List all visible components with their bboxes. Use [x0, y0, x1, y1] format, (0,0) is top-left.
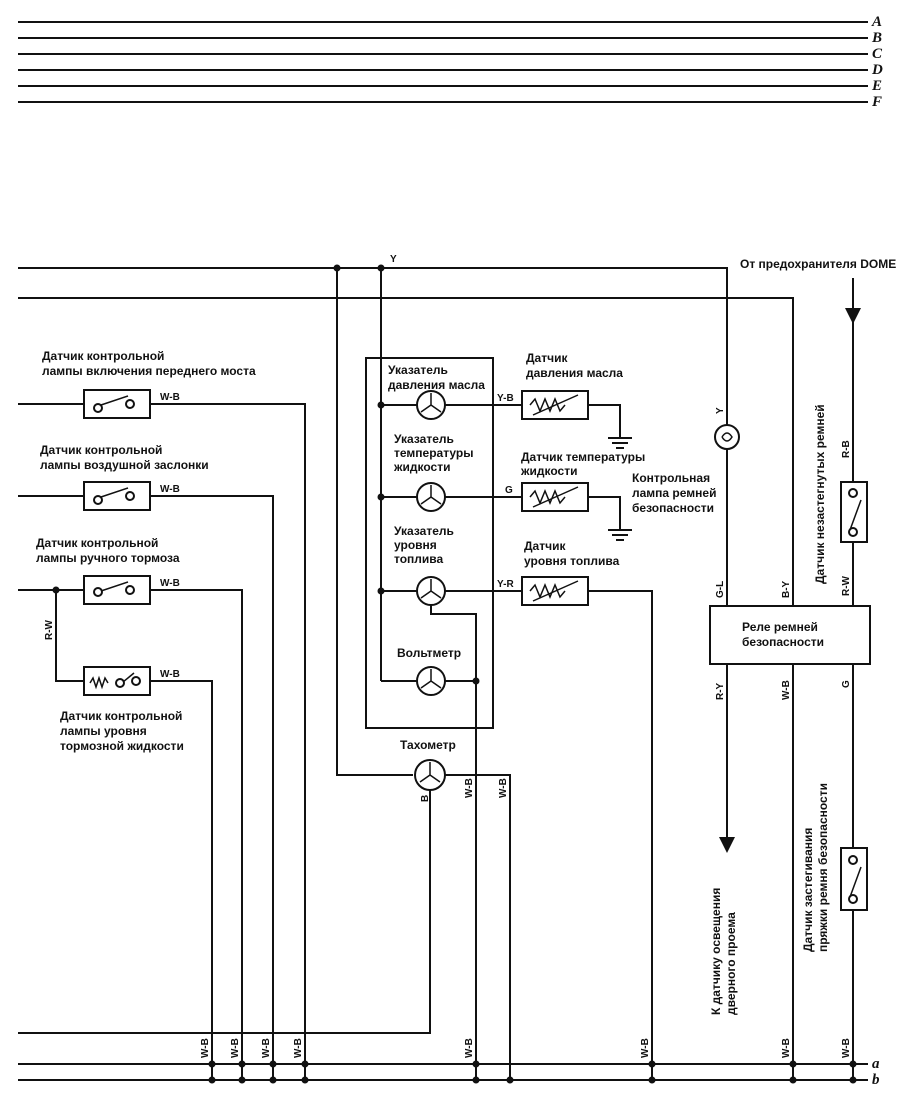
- wire-label-g-relay: G: [841, 680, 852, 688]
- switch-brake-fluid-level: W-B: [83, 666, 213, 1080]
- bus-label-e-upper: E: [871, 78, 882, 94]
- label-gauge-fuel-1: Указатель: [394, 524, 454, 538]
- label-gauge-temp-1: Указатель: [394, 432, 454, 446]
- bus-label-c-upper: C: [872, 46, 883, 62]
- wire-label-wb-b1: W-B: [200, 1038, 211, 1058]
- label-gauge-temp-3: жидкости: [393, 460, 450, 474]
- bus-label-a-upper: A: [871, 14, 882, 30]
- wire-label-wb-b7: W-B: [781, 1038, 792, 1058]
- wire-label-wb-b6: W-B: [640, 1038, 651, 1058]
- sender-fuel-level: [521, 576, 653, 1080]
- label-sw-choke-2: лампы воздушной заслонки: [40, 458, 209, 472]
- label-sw-brake-fluid-3: тормозной жидкости: [60, 739, 184, 753]
- bottom-bus-lines: a b: [18, 1056, 880, 1088]
- label-tachometer: Тахометр: [400, 738, 456, 752]
- label-sender-oil-1: Датчик: [526, 351, 568, 365]
- instrument-cluster-box: [365, 357, 494, 729]
- component-labels: Датчик контрольной лампы включения перед…: [36, 257, 896, 1015]
- wire-label-b-y: B-Y: [781, 580, 792, 598]
- seatbelt-relay: [709, 605, 871, 665]
- gauge-voltmeter: [416, 666, 446, 696]
- wire-label-y-lamp: Y: [715, 407, 726, 414]
- label-sender-temp-1: Датчик температуры: [521, 450, 645, 464]
- bus-label-d-upper: D: [871, 62, 883, 78]
- label-sw-front-axle-1: Датчик контрольной: [42, 349, 164, 363]
- label-seatbelt-lamp-1: Контрольная: [632, 471, 710, 485]
- bus-label-b-lower: b: [872, 1072, 880, 1088]
- label-gauge-oil-1: Указатель: [388, 363, 448, 377]
- sender-oil-pressure: [521, 390, 632, 449]
- wire-label-wb-tacho-2: W-B: [498, 778, 509, 798]
- bottom-wb-labels: W-B W-B W-B W-B W-B W-B W-B W-B W-B W-B: [200, 778, 852, 1058]
- seatbelt-lamp: Y: [714, 407, 740, 606]
- switch-buckle: [840, 847, 868, 1080]
- label-sw-unfastened-belts: Датчик незастегнутых ремней: [813, 404, 827, 584]
- wire-label-wb-choke: W-B: [160, 484, 180, 495]
- label-sender-fuel-2: уровня топлива: [524, 554, 620, 568]
- label-door-lamp-1: К датчику освещения: [709, 888, 723, 1015]
- label-sender-oil-2: давления масла: [526, 366, 623, 380]
- wire-label-y-r: Y-R: [497, 579, 514, 590]
- wire-label-r-b: R-B: [841, 440, 852, 458]
- wire-label-wb-parking: W-B: [160, 578, 180, 589]
- label-door-lamp-2: дверного проема: [724, 912, 738, 1015]
- label-sender-fuel-1: Датчик: [524, 539, 566, 553]
- wire-label-r-w: R-W: [44, 619, 55, 640]
- wire-label-wb-b5: W-B: [464, 1038, 475, 1058]
- relay-output-wires: R-Y W-B G: [715, 664, 854, 1080]
- gauge-fuel-level: [416, 576, 446, 606]
- sender-coolant-temp: [521, 482, 632, 541]
- label-gauge-oil-2: давления масла: [388, 378, 485, 392]
- wire-label-wb-tacho-1: W-B: [464, 778, 475, 798]
- gauge-feed-taps: [377, 401, 417, 682]
- switch-front-axle: W-B: [18, 389, 306, 1080]
- label-sw-brake-fluid-1: Датчик контрольной: [60, 709, 182, 723]
- label-seatbelt-lamp-2: лампа ремней: [632, 486, 716, 500]
- label-sender-temp-2: жидкости: [520, 464, 577, 478]
- gauge-sender-wires: Y-B G Y-R B: [18, 393, 522, 1080]
- label-sw-buckle-2: пряжки ремня безопасности: [816, 783, 830, 952]
- wire-label-g-l: G-L: [715, 581, 726, 598]
- label-sw-parking-1: Датчик контрольной: [36, 536, 158, 550]
- label-sw-buckle-1: Датчик застегивания: [801, 828, 815, 952]
- wire-label-wb-b3: W-B: [261, 1038, 272, 1058]
- label-seatbelt-lamp-3: безопасности: [632, 501, 714, 515]
- wire-label-wb-b2: W-B: [230, 1038, 241, 1058]
- wire-label-r-y: R-Y: [715, 682, 726, 700]
- top-bus-lines: A B C D E F: [18, 14, 883, 110]
- label-gauge-fuel-3: топлива: [394, 552, 444, 566]
- label-sw-front-axle-2: лампы включения переднего моста: [42, 364, 256, 378]
- switch-choke: W-B: [18, 481, 274, 1080]
- switch-parking-brake: W-B R-W: [18, 575, 243, 1080]
- wire-label-wb-front-axle: W-B: [160, 392, 180, 403]
- wire-label-wb-brake-fluid: W-B: [160, 669, 180, 680]
- label-sw-choke-1: Датчик контрольной: [40, 443, 162, 457]
- wire-label-w-b-relay: W-B: [781, 680, 792, 700]
- wire-label-wb-b4: W-B: [293, 1038, 304, 1058]
- wire-label-wb-b8: W-B: [841, 1038, 852, 1058]
- bus-label-b-upper: B: [871, 30, 882, 46]
- gauge-tachometer: [414, 759, 446, 791]
- label-gauge-temp-2: температуры: [394, 446, 473, 460]
- label-sw-parking-2: лампы ручного тормоза: [36, 551, 180, 565]
- label-sw-brake-fluid-2: лампы уровня: [60, 724, 147, 738]
- wire-label-y-b: Y-B: [497, 393, 514, 404]
- wire-label-r-w-right: R-W: [841, 575, 852, 596]
- supply-wires: Y: [18, 254, 794, 776]
- label-voltmeter: Вольтметр: [397, 646, 461, 660]
- relay-label-line2: безопасности: [742, 635, 824, 649]
- relay-label-line1: Реле ремней: [742, 620, 818, 634]
- wire-label-y-top: Y: [390, 254, 397, 265]
- label-gauge-fuel-2: уровня: [394, 538, 437, 552]
- gauge-oil-pressure: [416, 390, 446, 420]
- wire-label-b: B: [420, 795, 431, 802]
- wire-label-g: G: [505, 485, 513, 496]
- switch-unfastened-belts: R-B R-W: [840, 440, 868, 606]
- bus-label-f-upper: F: [871, 94, 882, 110]
- bus-label-a-lower: a: [872, 1056, 880, 1072]
- gauge-coolant-temp: [416, 482, 446, 512]
- label-dome-fuse: От предохранителя DOME: [740, 257, 896, 271]
